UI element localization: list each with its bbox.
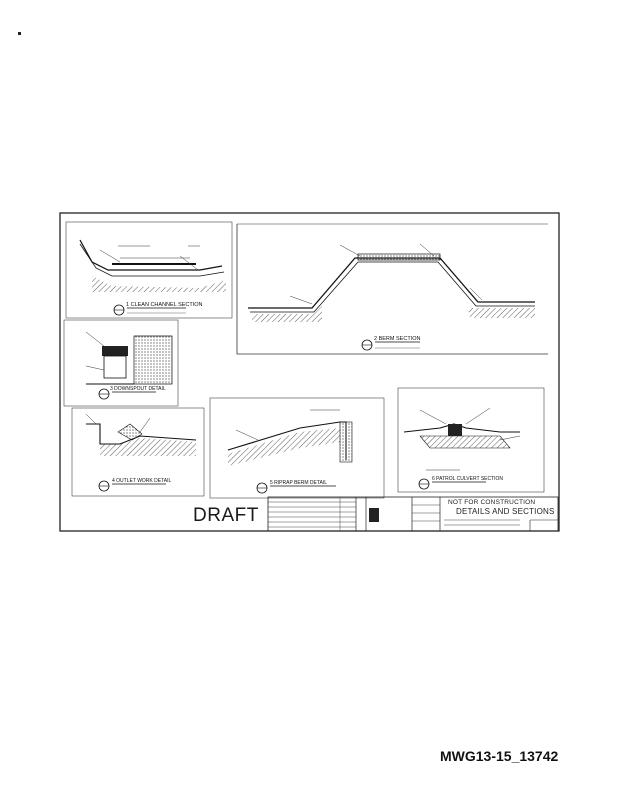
draft-stamp: DRAFT (193, 505, 259, 526)
detail-title: BERM SECTION (378, 336, 421, 342)
detail-title: CLEAN CHANNEL SECTION (130, 302, 203, 308)
title-block-title: DETAILS AND SECTIONS (456, 507, 555, 516)
document-id: MWG13-15_13742 (440, 748, 559, 764)
detail-6-caption: 6 PATROL CULVERT SECTION (432, 476, 503, 482)
detail-3-caption: 3 DOWNSPOUT DETAIL (110, 386, 166, 392)
detail-title: DOWNSPOUT DETAIL (114, 386, 166, 392)
detail-5-drawing (209, 397, 385, 499)
title-block-frame (267, 496, 559, 532)
detail-6-drawing (397, 387, 545, 493)
detail-number: 2 (374, 336, 378, 342)
scan-speck (18, 32, 21, 35)
detail-number: 1 (126, 302, 130, 308)
title-block-status: NOT FOR CONSTRUCTION (448, 499, 536, 506)
detail-3-drawing (63, 319, 179, 407)
detail-title: OUTLET WORK DETAIL (116, 478, 172, 484)
detail-number: 4 (112, 478, 115, 484)
detail-title: PATROL CULVERT SECTION (436, 476, 504, 482)
detail-1-drawing (65, 221, 233, 319)
detail-4-caption: 4 OUTLET WORK DETAIL (112, 478, 171, 484)
detail-2-caption: 2 BERM SECTION (374, 336, 420, 342)
detail-5-caption: 5 RIPRAP BERM DETAIL (270, 480, 327, 486)
detail-number: 5 (270, 480, 273, 486)
detail-1-caption: 1 CLEAN CHANNEL SECTION (126, 302, 203, 308)
detail-title: RIPRAP BERM DETAIL (274, 480, 328, 486)
detail-number: 3 (110, 386, 113, 392)
detail-number: 6 (432, 476, 435, 482)
detail-4-drawing (71, 407, 205, 497)
detail-2-drawing (236, 223, 548, 355)
